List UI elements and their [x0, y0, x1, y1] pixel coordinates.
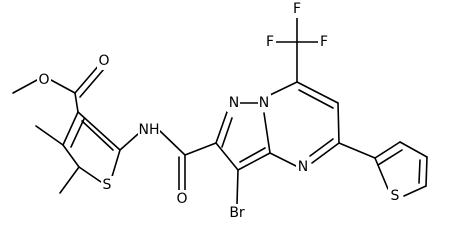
- atom-n2: N: [259, 95, 269, 111]
- bond-c5-s: [78, 166, 102, 183]
- bond-n2-c3a: [263, 112, 271, 154]
- bond-c5-methyl: [59, 166, 80, 194]
- bond-methyl-o: [12, 79, 38, 94]
- atom-s-right: S: [391, 188, 400, 204]
- bond-c6-c5: [337, 102, 340, 144]
- bond-c3a-c3: [237, 152, 271, 171]
- bond-c7-c6-inner: [298, 89, 334, 109]
- bond-c2p-n1-inner: [221, 117, 233, 148]
- bond-th-c2-c3: [374, 141, 401, 159]
- bonds: [12, 15, 428, 205]
- bond-c2-c3-inner: [81, 120, 114, 151]
- bond-c4-c5: [62, 144, 80, 168]
- bond-carbonyl-o-double-2: [79, 68, 105, 98]
- atom-s-left: S: [103, 177, 112, 193]
- bond-c3-c2p: [215, 142, 239, 171]
- bond-o-carbonyl: [50, 79, 76, 94]
- bond-c4-methyl: [35, 125, 64, 146]
- bond-th-c4-c5-inner: [418, 159, 421, 184]
- bond-nh-c: [159, 130, 186, 156]
- bond-c2p-n1: [215, 111, 228, 144]
- bond-c3a-c3-inner: [239, 147, 266, 163]
- bond-c3-c4: [62, 111, 79, 146]
- bond-th-c5-s: [403, 185, 427, 197]
- bond-th-c4-c5: [425, 156, 428, 187]
- atom-br: Br: [229, 205, 245, 221]
- bond-carbonyl-c3: [74, 92, 79, 113]
- molecule-canvas: O O S NH O Br N N N S F F F: [12, 1, 428, 222]
- bond-c2-nh: [119, 133, 139, 151]
- atom-f-right: F: [320, 34, 328, 50]
- bond-n2-c7: [267, 81, 298, 97]
- bond-carbonyl-o-double: [74, 63, 101, 94]
- bond-th-c2-c3-inner: [377, 149, 403, 166]
- bond-th-c3-c4: [399, 141, 428, 158]
- bond-c-ring: [184, 142, 217, 156]
- bond-s-c2: [110, 149, 121, 181]
- bond-c5-n4: [311, 142, 340, 164]
- bond-c3-br: [236, 169, 239, 205]
- bond-c5-n4-inner: [309, 138, 334, 157]
- atom-n1: N: [229, 95, 239, 111]
- bond-c3-c4-inner: [70, 118, 85, 148]
- atom-labels: O O S NH O Br N N N S F F F: [37, 1, 401, 222]
- bond-c2-c3: [77, 111, 121, 151]
- bond-th-s-c2: [374, 157, 389, 190]
- atom-n4: N: [298, 159, 308, 175]
- atom-nh: NH: [139, 122, 160, 138]
- bond-c7-c6: [296, 81, 339, 104]
- atom-f-left: F: [266, 34, 274, 50]
- atom-o-carbonyl: O: [98, 53, 109, 69]
- bond-n4-c3a: [269, 152, 297, 167]
- atom-o-ester: O: [38, 72, 49, 88]
- atom-o-amide: O: [176, 191, 187, 207]
- atom-f-top: F: [293, 1, 301, 17]
- bond-c5-th: [338, 142, 376, 159]
- molecule-structure: O O S NH O Br N N N S F F F: [12, 1, 428, 222]
